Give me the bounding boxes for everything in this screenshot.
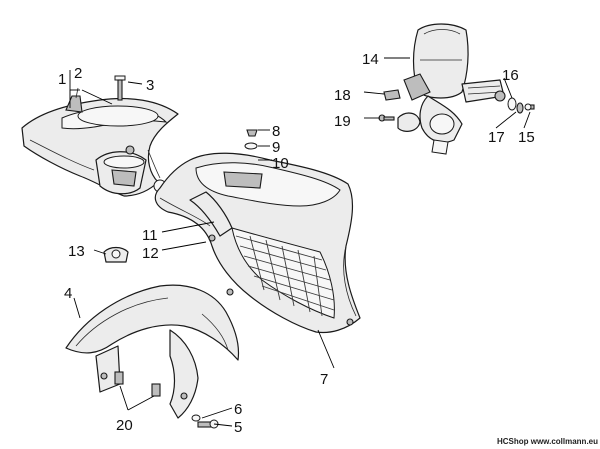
front-shield-part xyxy=(154,152,361,334)
front-mudguard-part xyxy=(65,284,240,419)
callout-13: 13 xyxy=(68,243,85,260)
screw-part-20b xyxy=(151,383,161,397)
callout-1: 1 xyxy=(58,71,66,88)
grommet-part-17 xyxy=(516,102,524,114)
callout-3: 3 xyxy=(146,77,154,94)
inner-shield-part xyxy=(21,87,179,197)
callout-2: 2 xyxy=(74,65,82,82)
callout-12: 12 xyxy=(142,245,159,262)
callout-10: 10 xyxy=(272,155,289,172)
clip-part-18 xyxy=(383,89,401,101)
washer-part-6 xyxy=(191,414,201,422)
screw-part-3 xyxy=(114,75,126,101)
callout-18: 18 xyxy=(334,87,351,104)
screw-part-15 xyxy=(524,103,535,111)
callout-19: 19 xyxy=(334,113,351,130)
callout-9: 9 xyxy=(272,139,280,156)
callout-20: 20 xyxy=(116,417,133,434)
callout-14: 14 xyxy=(362,51,379,68)
washer-part-16 xyxy=(507,97,517,111)
callout-6: 6 xyxy=(234,401,242,418)
washer-part-9 xyxy=(244,142,258,150)
callout-17: 17 xyxy=(488,129,505,146)
callout-5: 5 xyxy=(234,419,242,436)
screw-part-20a xyxy=(114,371,124,385)
screw-part-8 xyxy=(246,129,258,137)
callout-11: 11 xyxy=(142,227,158,244)
callout-labels: 1 2 3 14 18 19 16 17 15 8 9 10 11 12 13 … xyxy=(58,51,535,436)
watermark-text: HCShop www.collmann.eu xyxy=(497,437,598,446)
windshield-part xyxy=(397,23,506,155)
leader-lines xyxy=(69,57,531,427)
callout-16: 16 xyxy=(502,67,519,84)
clip-part-13 xyxy=(103,246,129,263)
callout-8: 8 xyxy=(272,123,280,140)
callout-4: 4 xyxy=(64,285,72,302)
callout-7: 7 xyxy=(320,371,328,388)
callout-15: 15 xyxy=(518,129,535,146)
screw-part-19 xyxy=(378,114,395,122)
